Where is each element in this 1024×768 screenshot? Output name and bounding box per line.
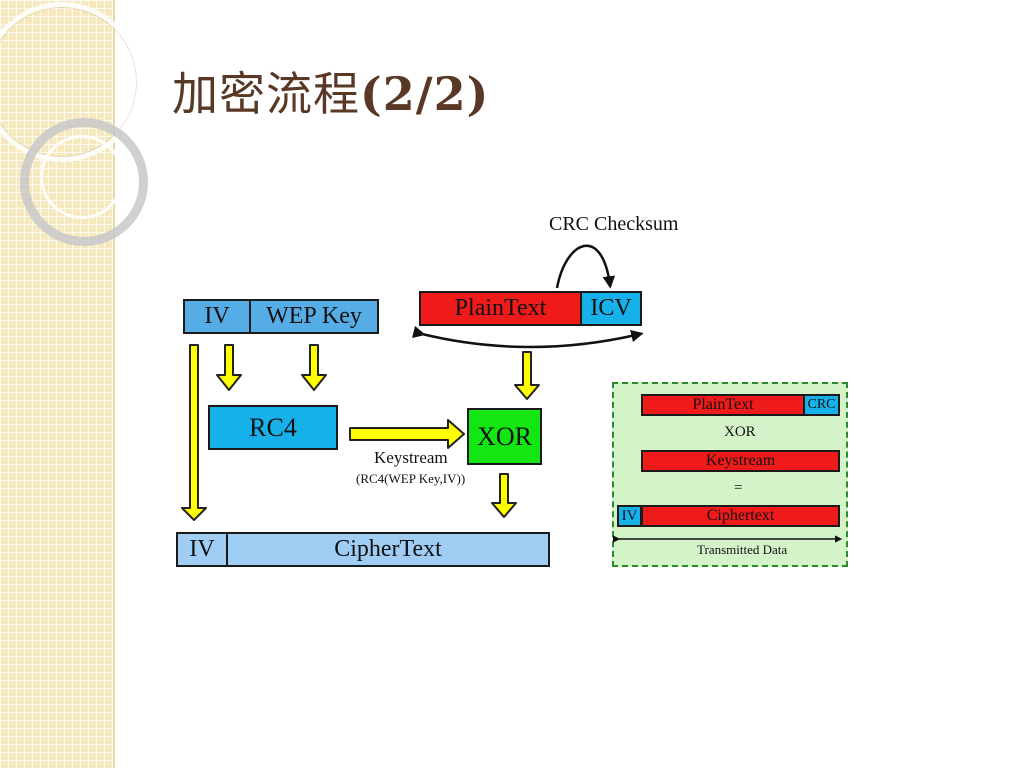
rc4-label: RC4 — [249, 412, 297, 442]
legend-iv-label: IV — [621, 507, 638, 524]
ciphertext-box: CipherText — [226, 532, 550, 567]
legend-plaintext-label: PlainText — [692, 396, 754, 413]
decorative-ring — [40, 135, 124, 219]
keystream-formula: (RC4(WEP Key,IV)) — [356, 471, 466, 486]
legend-ciphertext-label: Ciphertext — [706, 507, 775, 524]
legend-ciphertext-box: Ciphertext — [641, 505, 840, 527]
crc-curve-arrow — [555, 244, 616, 289]
xor-box: XOR — [467, 408, 542, 465]
title-text: 加密流程 — [172, 67, 360, 121]
legend-keystream-label: Keystream — [705, 452, 776, 469]
wep-key-box: WEP Key — [249, 299, 379, 334]
icv-label: ICV — [590, 295, 632, 321]
wepkey-to-rc4-arrow — [301, 344, 327, 391]
decorative-ring — [20, 118, 148, 246]
output-iv-label: IV — [189, 536, 215, 562]
keystream-arrow — [349, 419, 465, 449]
plaintext-label: PlainText — [454, 295, 547, 321]
legend-equals-label: = — [734, 480, 743, 496]
iv-to-rc4-arrow — [216, 344, 242, 391]
plaintext-brace — [412, 325, 644, 349]
plaintext-to-xor-arrow — [514, 351, 540, 400]
keystream-label: Keystream — [374, 448, 448, 467]
title-page-number: (2/2) — [360, 67, 490, 121]
ciphertext-label: CipherText — [334, 536, 442, 562]
iv-down-arrow — [181, 344, 207, 521]
legend-crc-box: CRC — [803, 394, 840, 416]
xor-label: XOR — [477, 421, 532, 451]
crc-checksum-label: CRC Checksum — [549, 213, 679, 235]
legend-plaintext-box: PlainText — [641, 394, 805, 416]
iv-label: IV — [204, 303, 230, 329]
legend-xor-label: XOR — [724, 424, 756, 440]
rc4-box: RC4 — [208, 405, 338, 450]
output-iv-box: IV — [176, 532, 228, 567]
iv-box: IV — [183, 299, 251, 334]
wep-key-label: WEP Key — [266, 303, 362, 329]
icv-box: ICV — [580, 291, 642, 326]
xor-to-ciphertext-arrow — [491, 473, 517, 518]
legend-crc-label: CRC — [807, 397, 836, 412]
page-title: 加密流程(2/2) — [172, 58, 489, 124]
legend-transmitted-label: Transmitted Data — [697, 542, 788, 557]
legend-iv-box: IV — [617, 505, 642, 527]
legend-keystream-box: Keystream — [641, 450, 840, 472]
